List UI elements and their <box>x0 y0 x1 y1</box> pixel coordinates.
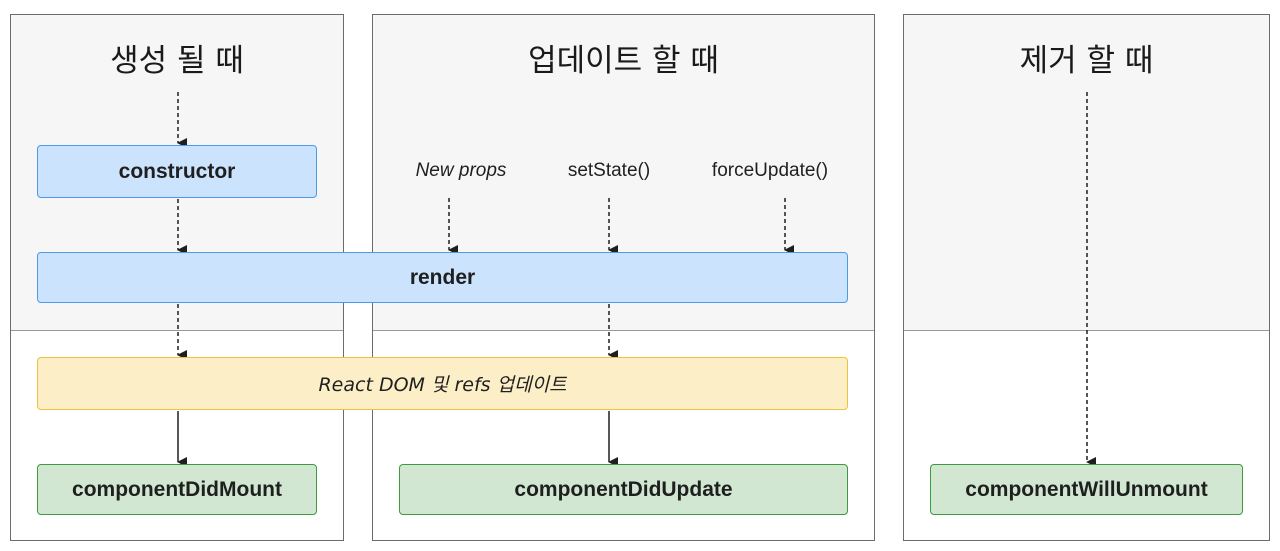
constructor-label: constructor <box>118 159 236 183</box>
component-will-unmount-label: componentWillUnmount <box>965 477 1208 501</box>
mounting-title: 생성 될 때 <box>110 43 244 79</box>
render-node: render <box>37 252 848 303</box>
component-did-mount-label: componentDidMount <box>72 477 282 501</box>
react-dom-update-label: React DOM 및 refs 업데이트 <box>318 374 567 396</box>
component-did-update-label: componentDidUpdate <box>514 477 733 501</box>
react-dom-update-node: React DOM 및 refs 업데이트 <box>37 357 848 410</box>
render-label: render <box>409 265 476 289</box>
updating-title: 업데이트 할 때 <box>528 43 719 79</box>
trigger-set-state: setState() <box>567 160 651 181</box>
trigger-force-update: forceUpdate() <box>711 160 829 181</box>
constructor-node: constructor <box>37 145 317 198</box>
component-did-mount-node: componentDidMount <box>37 464 317 515</box>
component-will-unmount-node: componentWillUnmount <box>930 464 1243 515</box>
trigger-new-props: New props <box>415 160 507 181</box>
component-did-update-node: componentDidUpdate <box>399 464 848 515</box>
unmounting-title: 제거 할 때 <box>1019 43 1154 79</box>
